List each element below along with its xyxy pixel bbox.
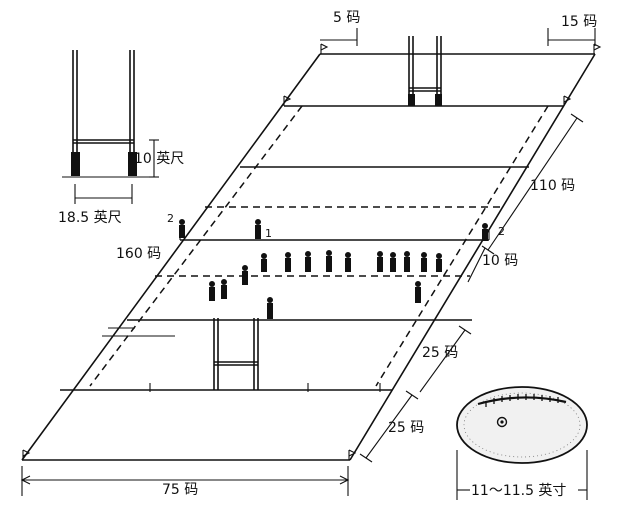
dimension-lines [20,28,596,496]
goal-posts-near [213,318,259,390]
flag-near-left-icon [22,449,31,460]
player-icon [267,297,273,319]
rugby-ball [456,386,588,500]
ball-seam [477,396,567,406]
flag-near-right-icon [348,449,357,460]
label-goal-height: 10 英尺 [134,150,184,167]
player-icon [390,252,396,272]
field-outline [21,53,596,461]
player-icon [209,281,215,301]
flag-goal-left-icon [283,95,292,106]
player-icon [285,252,291,272]
labels: 5 码 15 码 10 英尺 18.5 英尺 110 码 160 码 10 码 … [58,10,597,499]
label-length-110: 110 码 [530,178,575,194]
players [179,219,488,319]
line-ticks [102,327,381,392]
left-boundary [21,53,321,461]
player-icon [415,281,421,303]
flag-far-left-icon [320,43,329,54]
label-in-goal-15: 15 码 [561,14,597,30]
player-icon [436,253,442,272]
player-row [261,250,442,272]
number-touch-judge-right: 2 [498,225,505,238]
player-icon [261,253,267,272]
number-referee: 1 [265,227,272,240]
flag-goal-right-icon [563,95,572,106]
field-lines [60,105,564,391]
player-icon [404,251,410,272]
touch-judge-right-icon [482,223,488,241]
number-touch-judge-left: 2 [167,212,174,225]
label-line-25-b: 25 码 [388,420,424,436]
label-in-goal-5: 5 码 [333,10,360,26]
label-length-160: 160 码 [116,246,161,262]
ball-icon [456,386,588,464]
touch-judge-left-icon [179,219,185,238]
ball-valve [496,416,508,428]
label-goal-width: 18.5 英尺 [58,209,122,226]
referee-icon [255,219,261,239]
right-boundary [349,53,596,461]
player-icon [242,265,248,285]
dashed-lines [89,105,549,387]
player-icon [377,251,383,272]
goal-inset [62,50,159,204]
player-icon [421,252,427,272]
dashed-touch-right [375,105,549,387]
label-width-75: 75 码 [162,482,198,498]
label-line-25-a: 25 码 [422,345,458,361]
player-icon [345,252,351,272]
player-icon [305,251,311,272]
flag-far-right-icon [593,43,602,54]
label-ball-length: 11～11.5 英寸 [471,482,566,499]
label-line-10: 10 码 [482,253,518,269]
dashed-touch-left [89,105,303,387]
player-icon [326,250,332,272]
player-icon [221,279,227,299]
goal-posts-far [408,36,442,106]
